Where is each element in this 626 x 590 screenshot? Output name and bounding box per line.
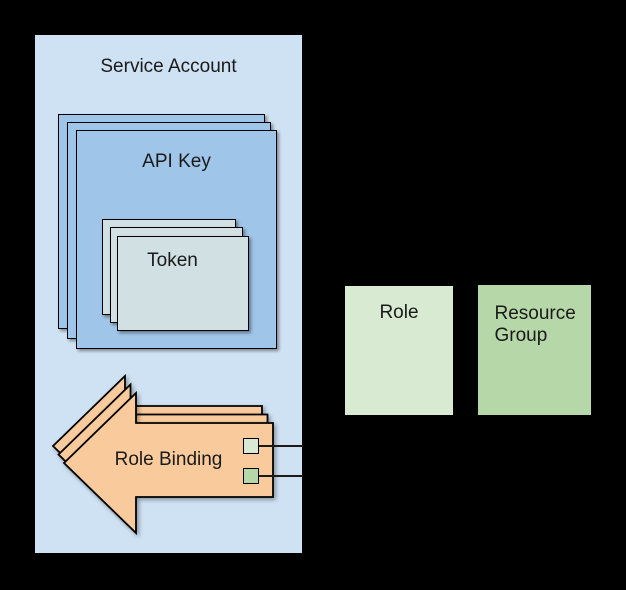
role-binding-label: Role Binding [114, 449, 223, 470]
role-port-square [243, 438, 259, 454]
api-key-label: API Key [142, 151, 211, 172]
resource-group-connector-line [258, 474, 303, 477]
token-label: Token [147, 250, 198, 271]
role-label: Role [379, 302, 419, 323]
role-binding-arrow [51, 373, 274, 536]
role-connector-line [258, 444, 303, 447]
token-box-front: Token [117, 236, 249, 331]
resource-group-label: Resource Group [494, 303, 576, 346]
role-box: Role [345, 286, 453, 415]
service-account-label: Service Account [100, 56, 237, 77]
role-binding-arrow-front [62, 390, 274, 536]
resource-group-box: Resource Group [478, 285, 591, 415]
resource-group-port-square [243, 468, 259, 484]
